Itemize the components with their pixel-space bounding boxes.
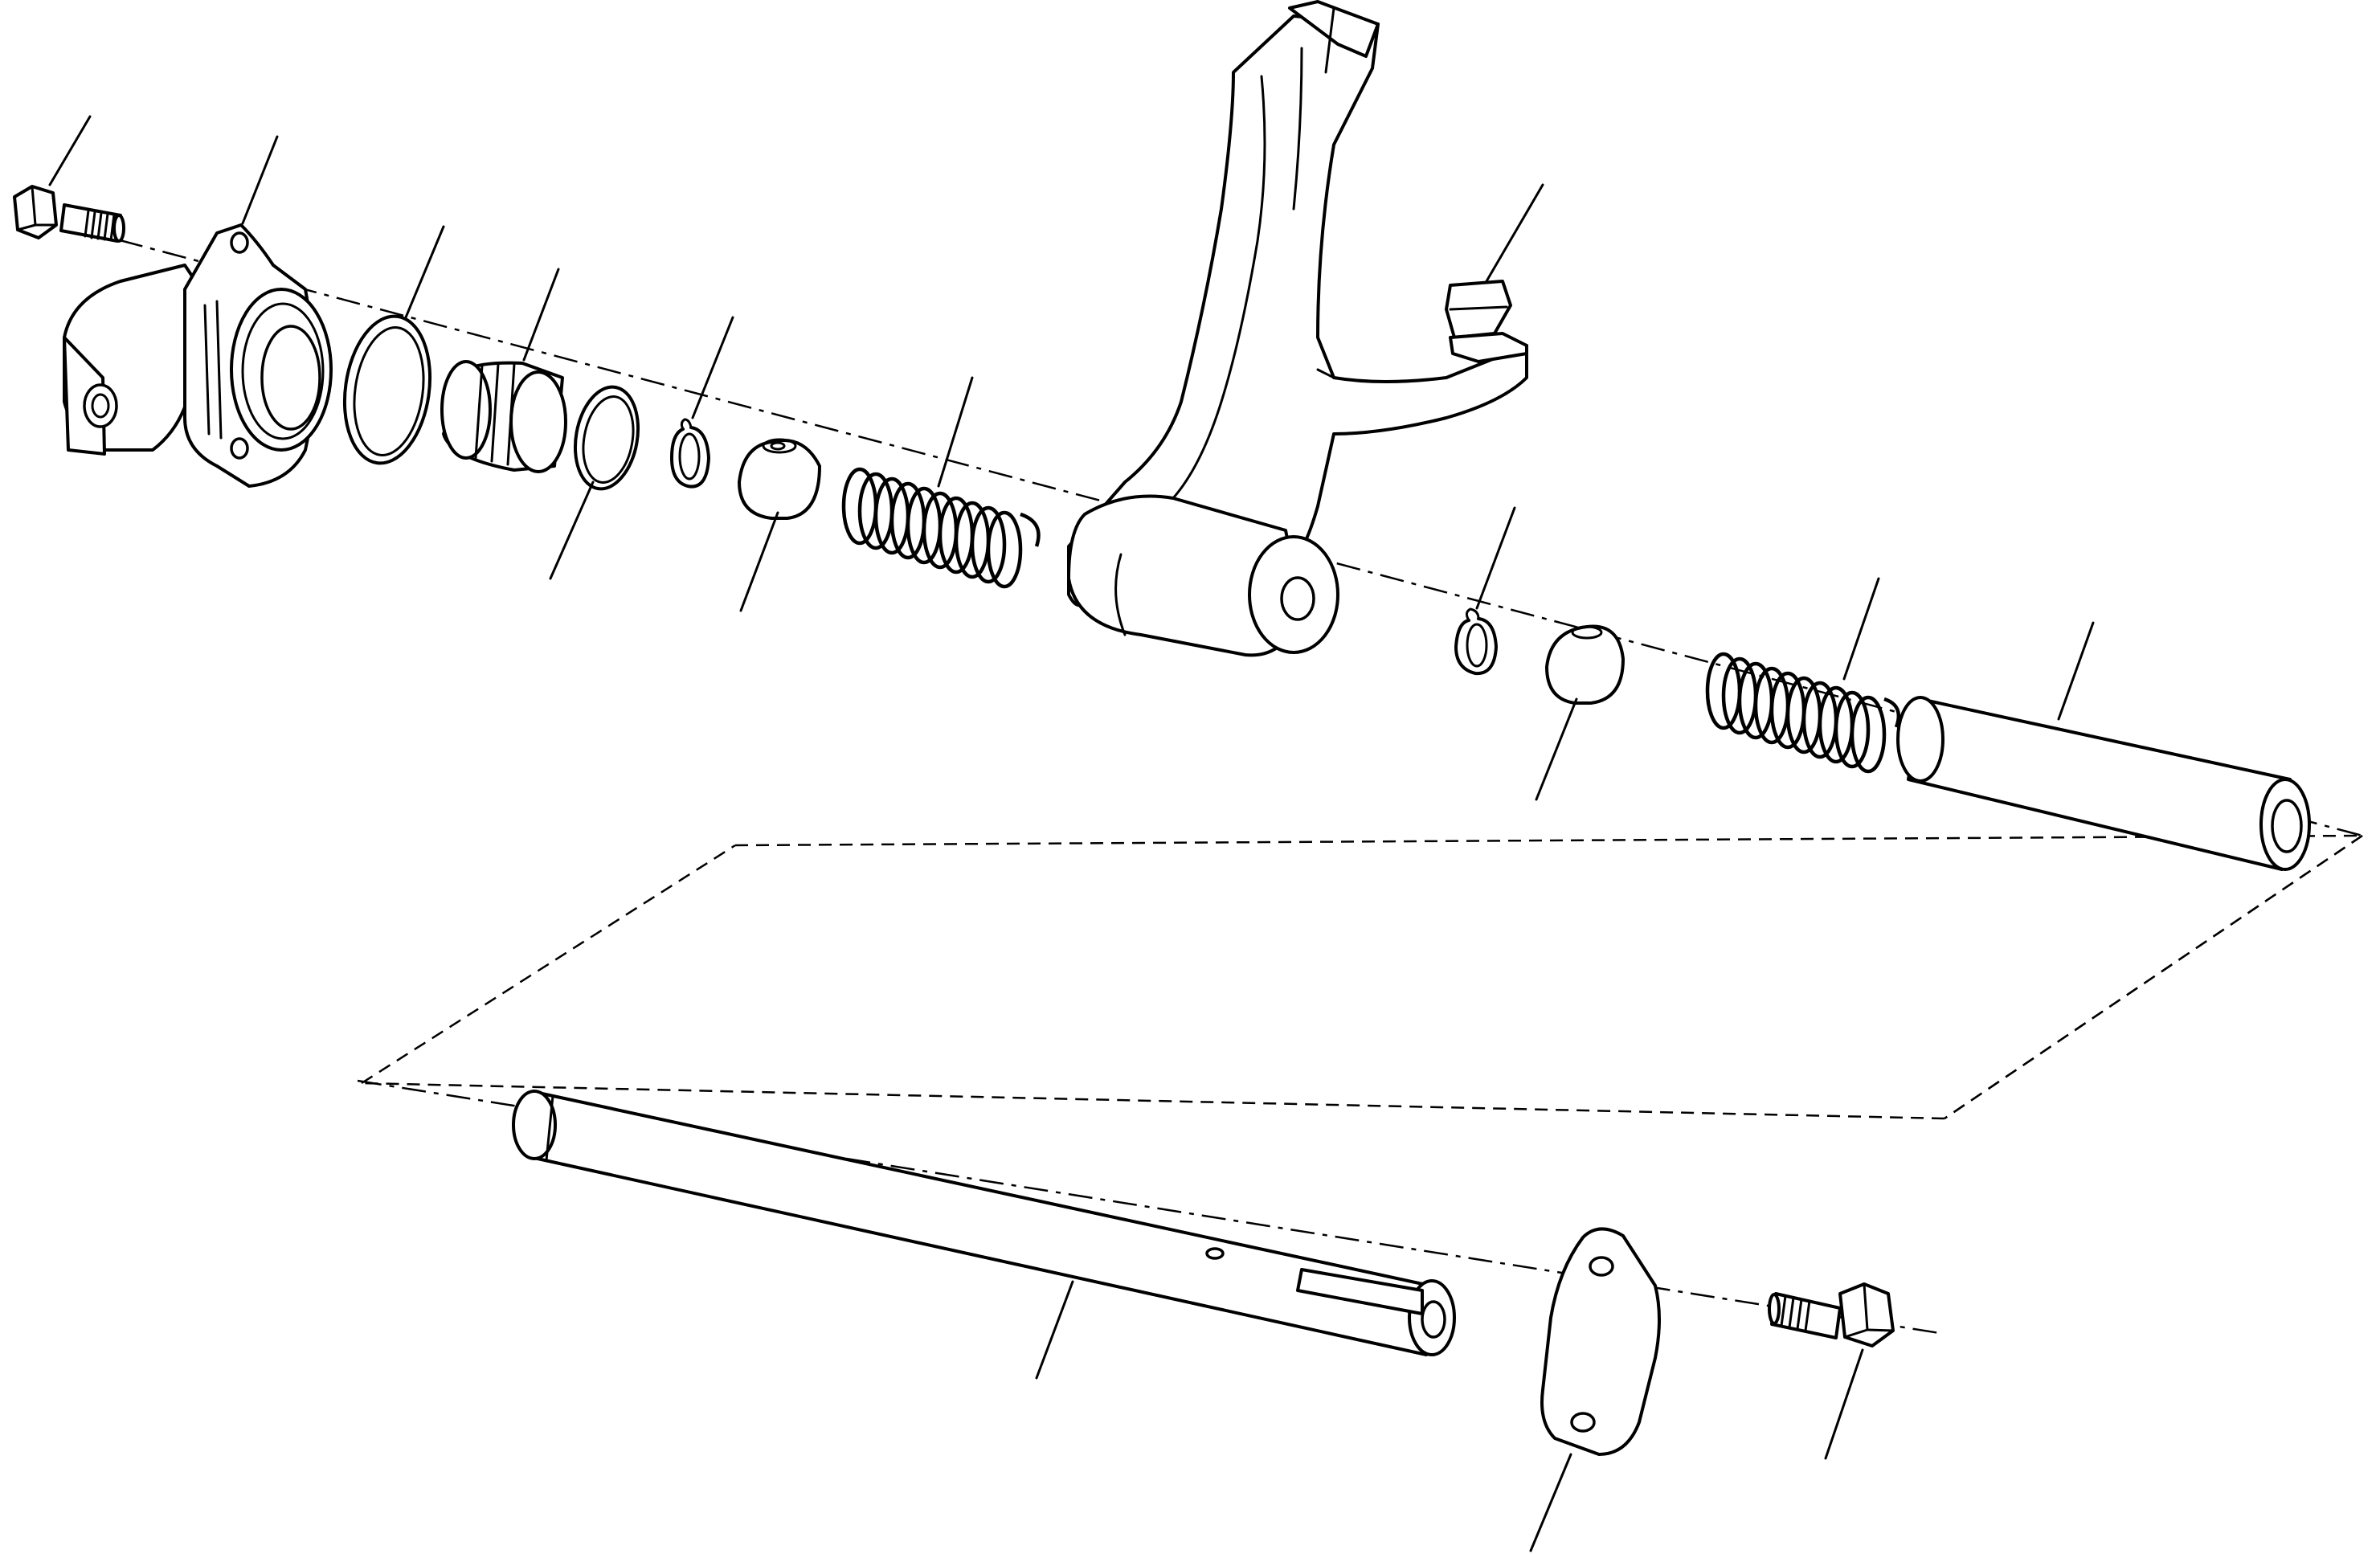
- leader-seal-ring: [549, 481, 595, 580]
- shift-fork: [1067, 0, 1528, 657]
- leader-shaft: [1035, 1280, 1074, 1380]
- leader-circlip-right: [1475, 506, 1516, 610]
- seal-ring: [573, 385, 640, 491]
- collar-right: [1545, 624, 1625, 705]
- collar-left: [738, 438, 821, 520]
- leader-circlip-left: [691, 316, 734, 419]
- leader-collar-left: [739, 511, 779, 612]
- leader-bolt-bottom: [1824, 1348, 1864, 1460]
- shaft: [512, 1090, 1456, 1356]
- leader-housing: [241, 135, 279, 225]
- leader-spring-left: [937, 376, 974, 488]
- leader-o-ring: [404, 225, 445, 319]
- leader-spring-right: [1842, 577, 1880, 681]
- cover-plate: [1540, 1227, 1661, 1456]
- callout-leader-lines: [48, 115, 2095, 1552]
- leader-collar-right: [1535, 697, 1578, 801]
- housing: [63, 223, 333, 488]
- leader-sleeve: [2057, 621, 2095, 721]
- leader-cover-plate: [1529, 1453, 1572, 1552]
- bush: [440, 360, 567, 473]
- circlip-right: [1454, 607, 1498, 676]
- leader-bolt-top: [48, 115, 92, 186]
- o-ring: [342, 314, 432, 465]
- circlip-left: [670, 418, 710, 489]
- spring-left: [841, 467, 1041, 589]
- hex-bolt-bottom: [1768, 1282, 1895, 1347]
- fork-pad: [1445, 280, 1528, 363]
- spring-right: [1705, 652, 1901, 774]
- sleeve: [1896, 696, 2311, 871]
- leader-bush: [522, 268, 560, 362]
- hex-bolt-top: [13, 185, 125, 243]
- leader-fork-pad: [1485, 183, 1544, 283]
